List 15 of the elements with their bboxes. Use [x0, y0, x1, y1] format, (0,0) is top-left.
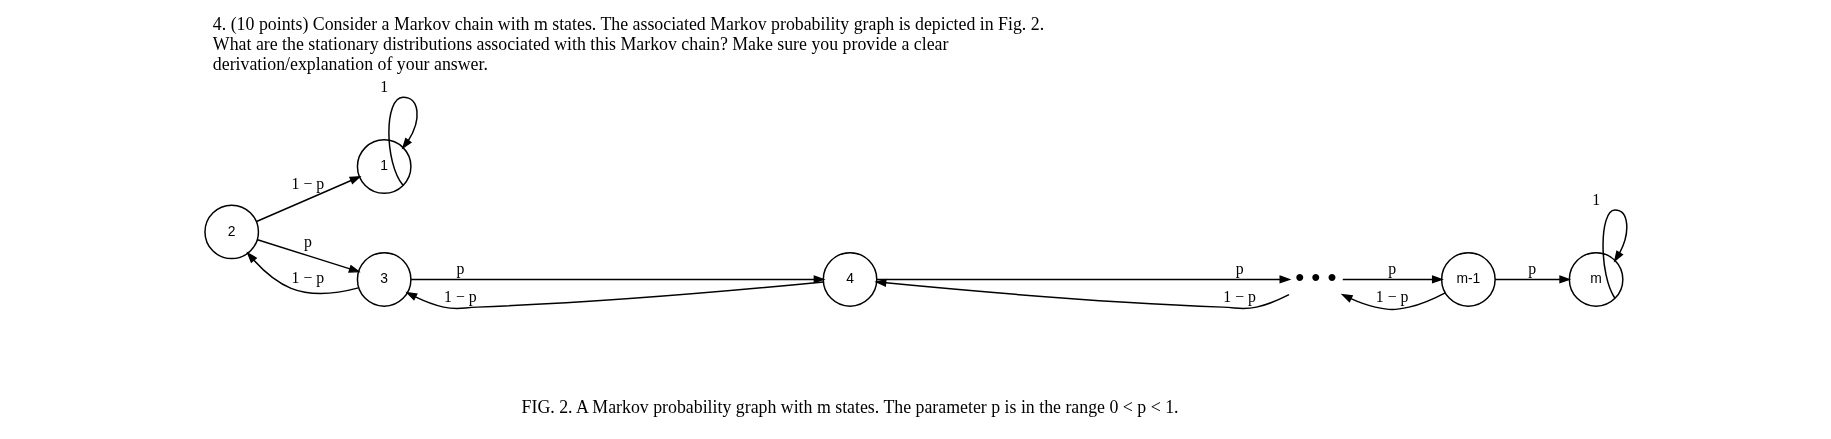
edge-label: p — [455, 260, 464, 278]
node-text: • • • — [1294, 262, 1337, 291]
diagram-title: 4. (10 points) Consider a Markov chain with m states. The associated Markov probability graph is depicted in Fig. 2. What are the stationary distributions associated with this Markov chain? Make sure you provide a clear derivation/explanation of your answer. — [212, 14, 1044, 74]
edge-label: p — [1387, 260, 1396, 278]
edge-label: 1 — [379, 78, 388, 96]
edge-label: p — [1235, 260, 1244, 278]
edge-label: 1 — [1591, 190, 1600, 208]
edge-label: 1 − p — [1375, 287, 1408, 305]
edge-label: 1 − p — [1222, 287, 1256, 305]
edge-label: 1 − p — [291, 269, 324, 287]
caption: FIG. 2. A Markov probability graph with m states. The parameter p is in the range 0 < p < 1. — [521, 397, 1178, 418]
edge-label: p — [303, 232, 312, 250]
edge-label: 1 − p — [443, 287, 477, 305]
edge-label: p — [1527, 260, 1536, 278]
edge-label: 1 − p — [291, 175, 324, 193]
